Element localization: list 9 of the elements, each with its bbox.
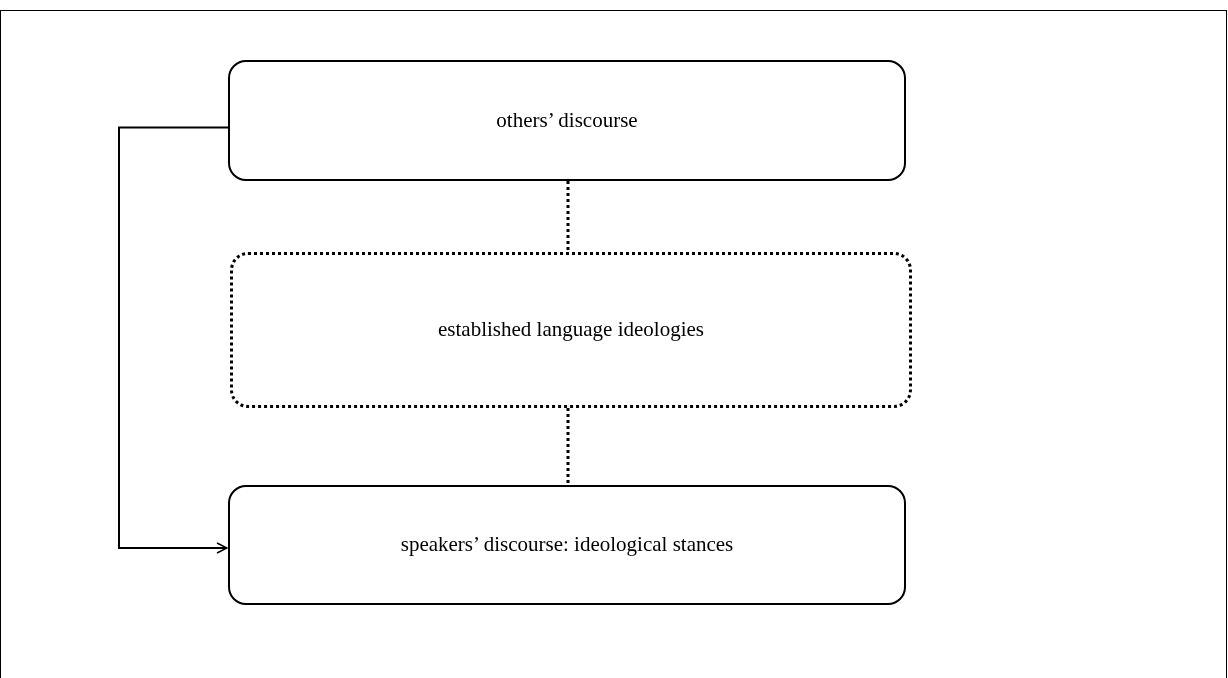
rounded-box [228,60,906,181]
rounded-box [228,485,906,605]
box-label: speakers’ discourse: ideological stances [400,531,734,559]
box-label: established language ideologies [438,316,704,344]
box-label: others’ discourse [496,106,638,134]
dotted-connector [566,181,570,252]
dotted-connector [566,408,570,485]
arrow [118,126,229,554]
rounded-box [230,252,912,408]
